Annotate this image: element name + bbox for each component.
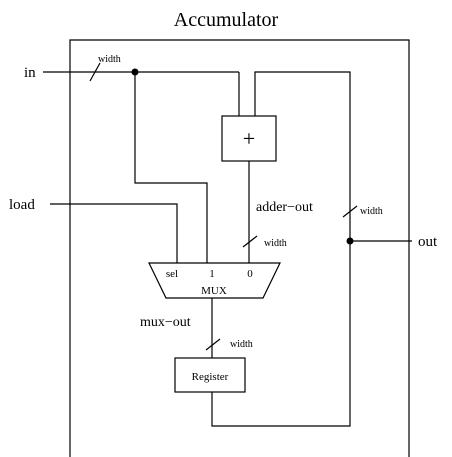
out-width-tick (342, 205, 358, 218)
register-label: Register (192, 371, 229, 383)
mux-out-label: mux−out (140, 315, 191, 330)
port-out-label: out (418, 234, 438, 250)
in-width-label: width (98, 54, 121, 65)
diagram-title: Accumulator (174, 9, 279, 31)
adder-symbol: + (243, 126, 255, 151)
adder-out-width-label: width (264, 238, 287, 249)
mux-in1-label: 1 (209, 268, 215, 280)
adder-out-label: adder−out (256, 200, 313, 215)
mux-out-width-tick (205, 338, 221, 351)
port-load-label: load (9, 197, 35, 213)
in-wire-to-mux-1 (134, 72, 208, 263)
out-junction-dot (346, 237, 354, 245)
mux-in0-label: 0 (247, 268, 253, 280)
mux-block (148, 262, 281, 299)
register-block (174, 357, 246, 393)
in-junction-dot (131, 68, 139, 76)
port-in-label: in (24, 65, 36, 81)
accumulator-boundary (69, 39, 410, 457)
mux-out-width-label: width (230, 339, 253, 350)
mux-sel-label: sel (166, 268, 178, 280)
adder-block (221, 115, 277, 162)
adder-out-width-tick (242, 235, 258, 248)
mux-label: MUX (201, 285, 227, 297)
in-width-tick (89, 62, 101, 82)
feedback-to-adder-wire (211, 71, 351, 427)
load-wire (50, 203, 178, 263)
out-width-label: width (360, 206, 383, 217)
